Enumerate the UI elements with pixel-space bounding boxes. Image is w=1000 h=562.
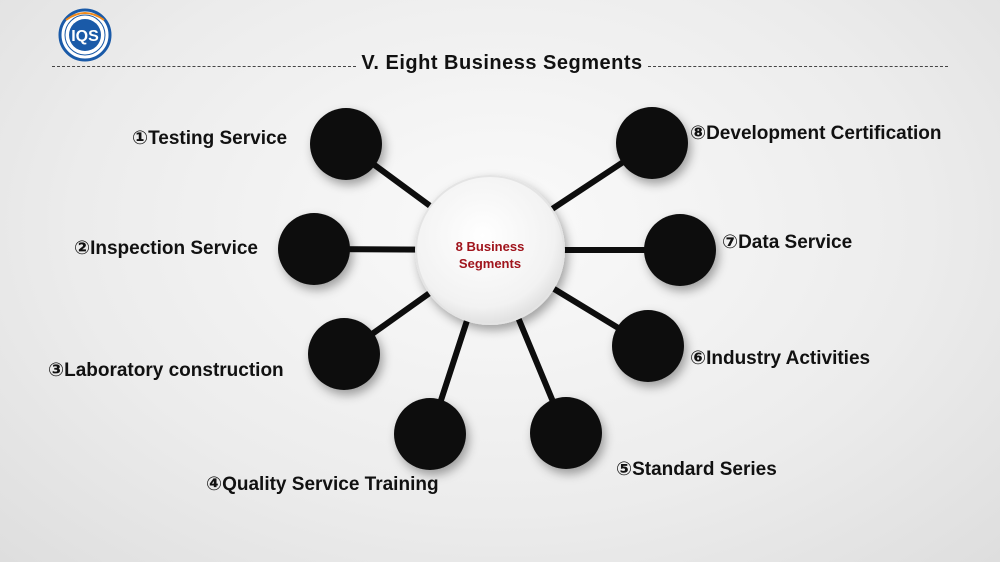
center-hub-label: 8 Business Segments [432, 238, 548, 272]
title-divider-right [648, 66, 948, 67]
segment-label-inspection: ②Inspection Service [74, 238, 258, 259]
segment-label-testing: ①Testing Service [132, 128, 288, 149]
center-line-2: Segments [458, 256, 522, 271]
page-title: V. Eight Business Segments [361, 52, 643, 74]
logo-text: IQS [71, 28, 99, 45]
center-line-1: 8 Business [455, 239, 525, 254]
node-data [644, 214, 716, 286]
node-industry [612, 310, 684, 382]
node-inspection [278, 213, 350, 285]
node-laboratory [308, 318, 380, 390]
node-training [394, 398, 466, 470]
iqs-logo: IQS [52, 8, 118, 62]
segment-label-data: ⑦Data Service [722, 232, 853, 253]
segment-label-industry: ⑥Industry Activities [690, 348, 871, 369]
title-divider-left [52, 66, 356, 67]
node-testing [310, 108, 382, 180]
node-development [616, 107, 688, 179]
center-hub [415, 175, 565, 325]
node-standard [530, 397, 602, 469]
segment-label-training: ④Quality Service Training [206, 474, 439, 495]
segment-label-development: ⑧Development Certification [690, 123, 942, 144]
segment-label-laboratory: ③Laboratory construction [48, 360, 284, 381]
segment-nodes [278, 107, 716, 470]
segment-label-standard: ⑤Standard Series [616, 459, 777, 480]
title-row: V. Eight Business Segments [52, 50, 948, 82]
